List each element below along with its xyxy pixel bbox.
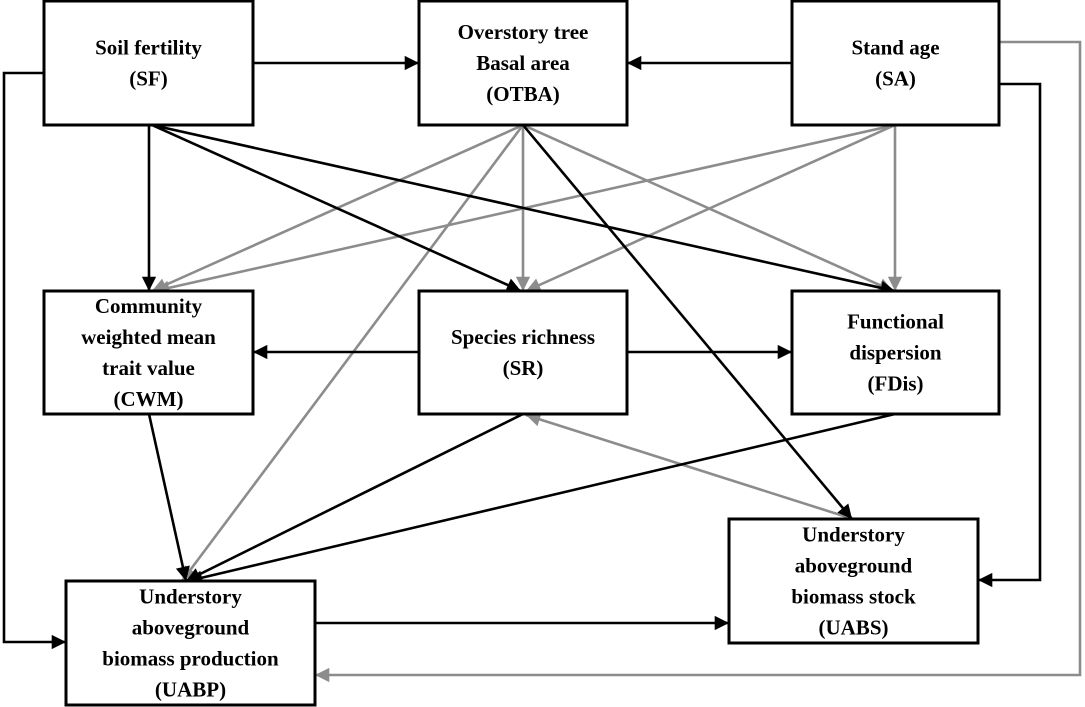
- path-sa-to-uabp-arrow: [315, 40, 1082, 683]
- node-uabp-label-line: biomass production: [102, 647, 279, 671]
- node-sr-label-line: Species richness: [451, 325, 595, 349]
- node-cwm-box: [42, 289, 255, 416]
- path-sr-to-uabp-arrow: [185, 412, 524, 583]
- node-uabp: Understory aboveground biomass production (…: [64, 579, 317, 707]
- node-sf-label-line: (SF): [129, 67, 168, 91]
- node-uabp-label-line: Understory: [139, 585, 242, 609]
- path-fdis-to-uabp-arrow: [187, 412, 896, 585]
- node-cwm-label-line: trait value: [102, 356, 195, 380]
- node-cwm-label-line: Community: [95, 294, 203, 318]
- node-uabs-label-line: Understory: [802, 523, 905, 547]
- node-uabp-box: [64, 579, 317, 707]
- node-sf-label-line: Soil fertility: [95, 36, 202, 60]
- node-sr-label-line: (SR): [503, 356, 544, 380]
- node-uabs-label-line: (UABS): [818, 616, 888, 640]
- node-fdis-label-line: dispersion: [849, 341, 942, 365]
- node-sa-box: [790, 0, 1001, 127]
- node-otba-label-line: (OTBA): [486, 82, 560, 106]
- node-otba-label-line: Basal area: [476, 51, 570, 75]
- node-fdis-label-line: Functional: [847, 310, 944, 334]
- node-uabs: Understory aboveground biomass stock (UABS): [727, 517, 980, 645]
- node-sa: Stand age (SA): [790, 0, 1001, 127]
- node-sf: Soil fertility (SF): [42, 0, 255, 127]
- node-fdis-box: [790, 289, 1001, 416]
- node-sr-box: [417, 289, 629, 416]
- node-fdis: Functional dispersion (FDis): [790, 289, 1001, 416]
- node-sr: Species richness (SR): [417, 289, 629, 416]
- edges-layer: [2, 40, 1082, 683]
- node-sa-label-line: Stand age: [851, 36, 939, 60]
- node-uabs-label-line: biomass stock: [791, 585, 916, 609]
- node-uabs-label-line: aboveground: [795, 554, 913, 578]
- node-cwm: Community weighted mean trait value (CWM): [42, 289, 255, 416]
- node-sf-box: [42, 0, 255, 127]
- node-cwm-label-line: weighted mean: [81, 325, 216, 349]
- node-cwm-label-line: (CWM): [114, 387, 184, 411]
- path-sa-to-sr-arrow: [525, 123, 896, 293]
- node-otba-box: [417, 0, 629, 127]
- path-sf-to-fdis-arrow: [151, 123, 896, 295]
- path-cwm-to-uabp-arrow: [147, 413, 190, 582]
- node-uabp-label-line: aboveground: [132, 616, 250, 640]
- path-otba-to-uabs-arrow: [522, 124, 853, 520]
- node-fdis-label-line: (FDis): [868, 372, 924, 396]
- node-otba-label-line: Overstory tree: [458, 20, 589, 44]
- path-sa-to-uabs-arrow: [978, 82, 1042, 588]
- node-uabp-label-line: (UABP): [155, 678, 226, 702]
- path-uabs-to-sr-arrow: [525, 412, 854, 521]
- node-uabs-box: [727, 517, 980, 645]
- path-sf-to-uabp-arrow: [2, 71, 66, 650]
- node-sa-label-line: (SA): [875, 67, 916, 91]
- path-sf-to-sr-arrow: [151, 123, 522, 293]
